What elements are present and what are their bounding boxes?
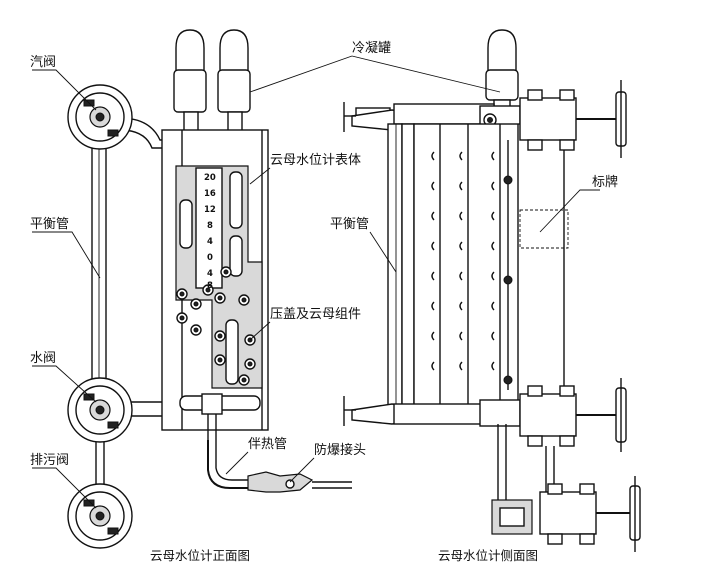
leader-explosion-joint [289, 457, 315, 483]
label-cover-assembly: 压盖及云母组件 [270, 307, 361, 322]
label-drain-valve: 排污阀 [30, 453, 69, 468]
side-markers [431, 151, 495, 371]
side-lower-valve [519, 378, 627, 452]
side-drain-pipes [497, 424, 555, 500]
front-heat-tube [207, 440, 352, 493]
scale-mark: 16 [204, 189, 216, 199]
leader-steam-valve [32, 69, 97, 111]
scale-mark: 0 [207, 253, 213, 263]
caption-front-view: 云母水位计正面图 [150, 548, 250, 563]
label-heat-tube: 伴热管 [248, 437, 287, 452]
front-condensate-tanks [173, 29, 251, 133]
leader-sign-plate [539, 189, 600, 233]
scale-mark: 8 [207, 221, 213, 231]
leader-body [249, 167, 271, 185]
leader-heat-tube [225, 451, 249, 475]
side-condensate-tank [485, 29, 519, 113]
label-sign-plate: 标牌 [592, 174, 618, 190]
cover-bolts [176, 266, 256, 386]
scale-mark: 12 [204, 205, 216, 215]
drain-valve-wheel [67, 442, 133, 549]
side-view [343, 29, 641, 552]
leader-water-valve [32, 365, 97, 403]
scale-mark: 20 [204, 173, 216, 183]
labels: 汽阀 平衡管 水阀 排污阀 冷凝罐 云母水位计表体 压盖及云母组件 伴热管 防爆… [30, 40, 618, 563]
side-gauge-plates [387, 123, 569, 409]
front-scale: 20 16 12 8 4 0 4 8 [204, 173, 216, 291]
side-bottom-bracket [343, 396, 521, 427]
leader-condensate-front [249, 55, 353, 93]
leader-balance-tube-side [369, 231, 397, 273]
label-gauge-body: 云母水位计表体 [270, 153, 361, 168]
label-balance-tube: 平衡管 [30, 217, 69, 232]
label-balance-tube-side: 平衡管 [330, 217, 369, 232]
explosion-proof-joint [247, 471, 352, 493]
leader-condensate-side [351, 55, 501, 93]
leader-lines [32, 55, 600, 509]
label-steam-valve: 汽阀 [30, 55, 56, 70]
scale-mark: 4 [207, 269, 213, 279]
side-top-valve [519, 80, 627, 158]
sign-plate [519, 209, 569, 249]
leader-drain-valve [32, 467, 97, 509]
front-view: 20 16 12 8 4 0 4 8 [67, 29, 352, 549]
scale-mark: 4 [207, 237, 213, 247]
label-explosion-joint: 防爆接头 [314, 442, 366, 458]
leader-cover [249, 321, 271, 341]
front-gauge-body: 20 16 12 8 4 0 4 8 [120, 129, 269, 440]
label-condensate-tank: 冷凝罐 [352, 40, 391, 56]
leader-balance-tube [32, 231, 101, 279]
water-valve-wheel [67, 377, 133, 443]
side-drain-valve [491, 476, 641, 552]
front-balance-tube [91, 117, 166, 393]
scale-mark: 8 [207, 281, 213, 291]
label-water-valve: 水阀 [30, 351, 56, 366]
caption-side-view: 云母水位计侧面图 [438, 548, 538, 563]
steam-valve-wheel [67, 84, 133, 150]
